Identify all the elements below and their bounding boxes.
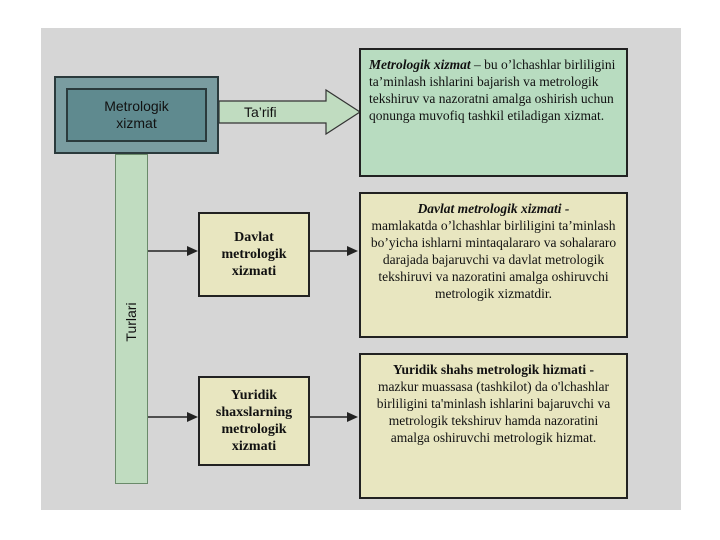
main-node-label: Metrologik xizmat — [104, 98, 169, 131]
type-description-state-text: mamlakatda o’lchashlar birliligini ta’mi… — [370, 218, 617, 301]
type-description-state: Davlat metrologik xizmati - mamlakatda o… — [359, 192, 628, 338]
type-description-state-term: Davlat metrologik xizmati - — [417, 201, 570, 216]
connector-arrowhead-3 — [347, 246, 358, 256]
type-box-state-label: Davlat metrologik xizmati — [221, 230, 287, 279]
main-node: Metrologik xizmat — [66, 88, 207, 142]
connector-arrowhead-4 — [347, 412, 358, 422]
type-description-legal-entity-term: Yuridik shahs metrologik hizmati - — [392, 362, 595, 377]
connector-arrowhead-2 — [187, 412, 198, 422]
definition-text: – bu o’lchashlar birliligini ta’minlash … — [369, 57, 616, 123]
types-bar-label: Turlari — [123, 302, 139, 342]
definition-box: Metrologik xizmat – bu o’lchashlar birli… — [359, 48, 628, 177]
type-description-legal-entity: Yuridik shahs metrologik hizmati - mazku… — [359, 353, 628, 499]
type-box-state: Davlat metrologik xizmati — [198, 212, 310, 297]
definition-arrow-label: Ta’rifi — [244, 104, 277, 120]
type-box-legal-entity: Yuridik shaxslarning metrologik xizmati — [198, 376, 310, 466]
definition-arrow — [218, 88, 362, 136]
type-box-legal-entity-label: Yuridik shaxslarning metrologik xizmati — [215, 388, 293, 454]
types-bar — [115, 154, 148, 484]
type-description-legal-entity-text: mazkur muassasa (tashkilot) da o'lchashl… — [376, 379, 611, 445]
connector-arrowhead-1 — [187, 246, 198, 256]
definition-term: Metrologik xizmat — [369, 57, 471, 72]
